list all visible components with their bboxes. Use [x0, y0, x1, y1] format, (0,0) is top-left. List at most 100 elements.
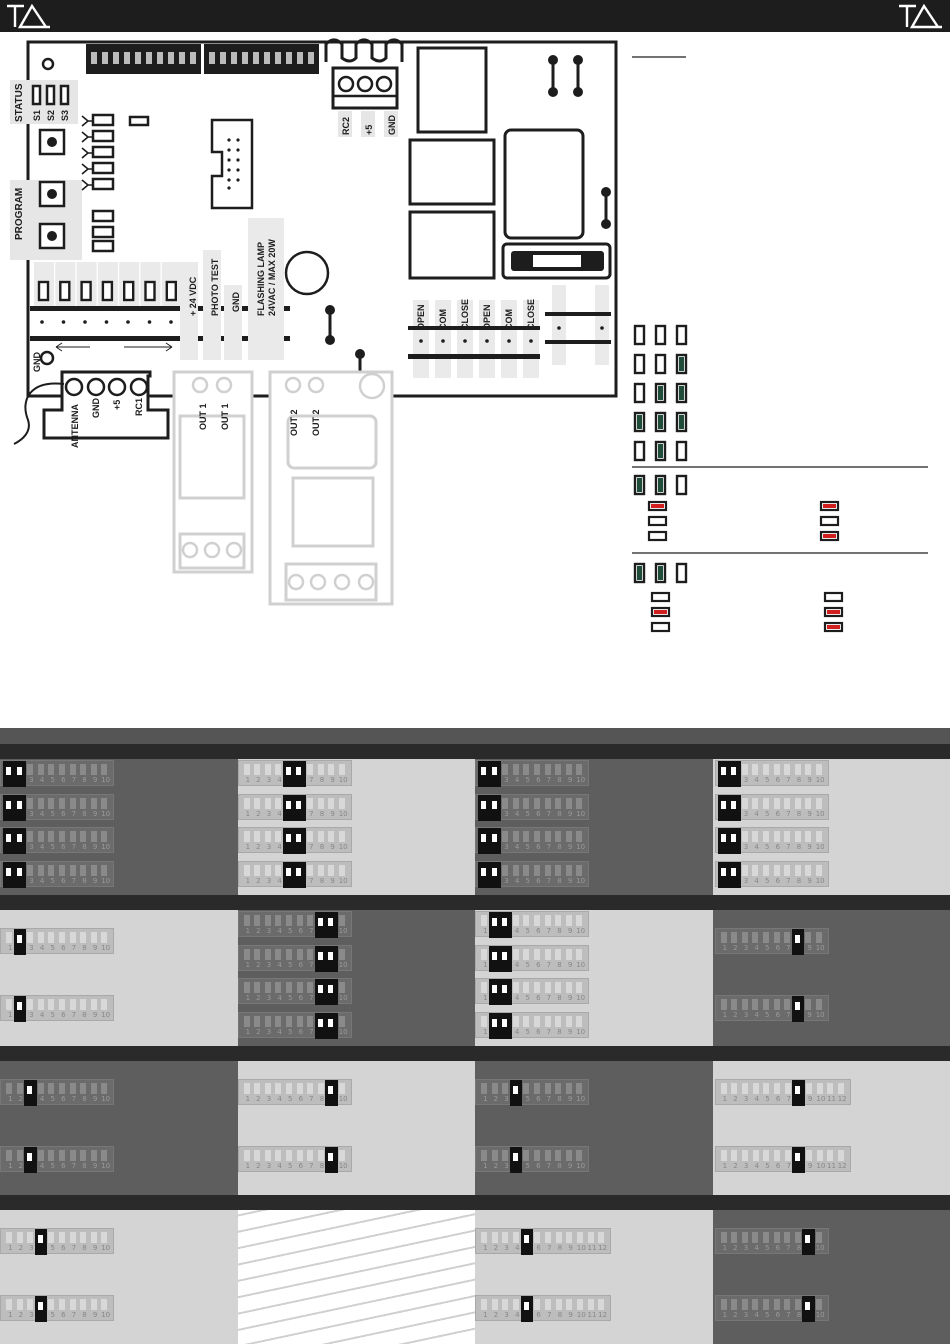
- dip-slot: [80, 798, 87, 809]
- dip-number: 2: [733, 1162, 738, 1170]
- dip-slot: [534, 798, 540, 809]
- dip-lever-tip: [491, 1019, 497, 1027]
- dip-lever-tip: [328, 985, 334, 993]
- transformer: [503, 128, 585, 240]
- dip-number: 2: [733, 1095, 738, 1103]
- dip-slot: [275, 831, 282, 842]
- dip-slot: [275, 1083, 282, 1094]
- dip-number: 5: [50, 843, 55, 851]
- ta-logo-icon: [7, 3, 50, 29]
- relay-terminal-label: CLOSE: [460, 299, 470, 330]
- dip-slot: [784, 764, 791, 775]
- section-header: [475, 744, 713, 759]
- dip-number: 2: [256, 927, 261, 935]
- dip-slot: [762, 865, 769, 876]
- dip-number: 6: [775, 1311, 781, 1319]
- dip-slot: [481, 1083, 487, 1094]
- dip-number: 6: [61, 944, 66, 952]
- dip-number: 12: [837, 1162, 847, 1170]
- dip-slot: [48, 764, 55, 775]
- dip-slot: [773, 865, 780, 876]
- dip-number: 7: [309, 1028, 314, 1036]
- dip-lever-tip: [794, 1002, 800, 1010]
- dip-number: 7: [546, 776, 552, 784]
- status-label: STATUS: [14, 83, 25, 122]
- dip-number: 5: [525, 1028, 530, 1036]
- section-header: [0, 1046, 238, 1061]
- dip-slot: [27, 1232, 34, 1243]
- dip-slot: [264, 865, 271, 876]
- dip-section: 1234567891012345678910123456789101234567…: [0, 744, 238, 895]
- dip-number: 10: [101, 877, 111, 885]
- dip-section: [237, 1195, 475, 1344]
- dip-lever: [13, 996, 27, 1022]
- dip-number: 6: [775, 1011, 781, 1019]
- dip-section: 1234567891012345678910123456789101234567…: [712, 744, 950, 895]
- dip-number: 6: [536, 776, 541, 784]
- dip-number: 2: [733, 944, 738, 952]
- dip-lever: [3, 862, 27, 888]
- dip-slot: [598, 1232, 605, 1243]
- dip-number: 7: [786, 1311, 791, 1319]
- dip-number: 10: [101, 1311, 111, 1319]
- dip-lever: [717, 862, 741, 888]
- dip-number: 7: [309, 927, 314, 935]
- dip-slot: [523, 798, 530, 809]
- dip-slot: [264, 1016, 271, 1027]
- dip-column: 1234567891012345678910123456789101234567…: [475, 728, 950, 1344]
- dip-number: 9: [807, 944, 812, 952]
- dip-slot: [741, 798, 748, 809]
- dip-slot: [59, 764, 65, 775]
- dip-number: 8: [82, 810, 87, 818]
- dip-number: 7: [547, 1311, 552, 1319]
- dip-lever: [509, 1147, 523, 1173]
- dip-slot: [80, 1299, 87, 1310]
- dip-slot: [544, 865, 551, 876]
- dip-slot: [6, 1083, 12, 1094]
- dip-number: 6: [775, 1095, 781, 1103]
- dip-slot: [254, 1016, 261, 1027]
- dip-number: 4: [277, 843, 282, 851]
- dip-lever-tip: [328, 1019, 334, 1027]
- dip-slot: [720, 999, 727, 1010]
- dip-slot: [565, 1083, 572, 1094]
- legend-led-off: [675, 474, 688, 496]
- dip-number: 10: [815, 944, 825, 952]
- dip-lever-tip: [720, 868, 726, 876]
- dip-number: 2: [256, 1028, 261, 1036]
- dip-slot: [502, 831, 509, 842]
- dip-lever-tip: [16, 868, 22, 876]
- dip-slot: [544, 831, 551, 842]
- dip-slot: [587, 1232, 594, 1243]
- dip-slot: [48, 1083, 55, 1094]
- dip-number: 7: [786, 877, 791, 885]
- dip-number: 10: [576, 1095, 586, 1103]
- dip-number: 10: [338, 877, 348, 885]
- dip-slot: [752, 1232, 759, 1243]
- dip-lever-tip: [296, 868, 302, 876]
- dip-number: 3: [266, 843, 272, 851]
- dip-number: 5: [287, 1028, 293, 1036]
- dip-lever-tip: [16, 1002, 22, 1010]
- dip-slot: [555, 1232, 562, 1243]
- dip-slot: [307, 949, 314, 960]
- dip-slot: [338, 764, 345, 775]
- dip-lever-tip: [16, 834, 22, 842]
- dip-slot: [752, 1299, 759, 1310]
- dip-number: 4: [514, 810, 520, 818]
- dip-number: 3: [743, 944, 749, 952]
- dip-number: 7: [309, 1095, 314, 1103]
- dip-slot: [534, 1232, 541, 1243]
- dip-slot: [481, 1232, 487, 1243]
- legend-indicator-off: [647, 530, 668, 542]
- dip-slot: [491, 1083, 498, 1094]
- dip-slot: [762, 831, 769, 842]
- dip-lever-tip: [731, 834, 737, 842]
- dip-number: 5: [287, 961, 293, 969]
- dip-slot: [338, 1016, 345, 1027]
- dip-lever: [282, 828, 307, 854]
- dip-number: 9: [567, 877, 573, 885]
